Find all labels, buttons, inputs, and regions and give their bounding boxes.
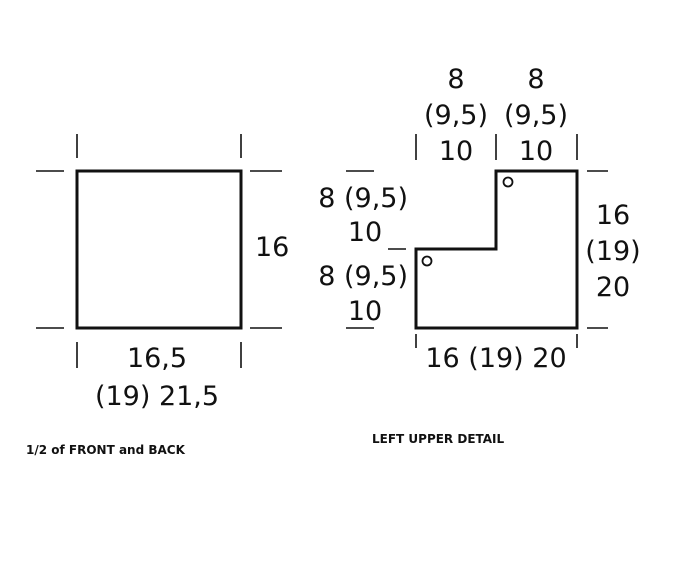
top-left-width-label: (9,5) xyxy=(424,100,488,131)
right-height-label: 16 xyxy=(596,200,630,231)
top-right-width-label: 8 xyxy=(527,64,544,95)
left-lower-height-label: 8 (9,5) xyxy=(318,261,408,292)
placement-marker xyxy=(502,176,514,188)
front-back-piece xyxy=(36,134,282,368)
upper-detail-outline xyxy=(414,169,579,330)
left-upper-height-label: 8 (9,5) xyxy=(318,183,408,214)
front-back-width-label: (19) 21,5 xyxy=(95,381,219,412)
front-back-outline xyxy=(75,169,243,330)
front-back-caption: 1/2 of FRONT and BACK xyxy=(26,443,186,457)
upper-detail-width-label: 16 (19) 20 xyxy=(425,343,566,374)
left-upper-height-label: 10 xyxy=(348,217,382,248)
placement-marker xyxy=(421,255,433,267)
front-back-height-label: 16 xyxy=(255,232,289,263)
right-height-label: (19) xyxy=(585,236,640,267)
left-lower-height-label: 10 xyxy=(348,296,382,327)
top-left-width-label: 10 xyxy=(439,136,473,167)
upper-detail-caption: LEFT UPPER DETAIL xyxy=(372,432,505,446)
upper-detail-piece xyxy=(346,134,608,348)
right-height-label: 20 xyxy=(596,272,630,303)
top-right-width-label: (9,5) xyxy=(504,100,568,131)
front-back-width-label: 16,5 xyxy=(127,343,187,374)
top-right-width-label: 10 xyxy=(519,136,553,167)
top-left-width-label: 8 xyxy=(447,64,464,95)
